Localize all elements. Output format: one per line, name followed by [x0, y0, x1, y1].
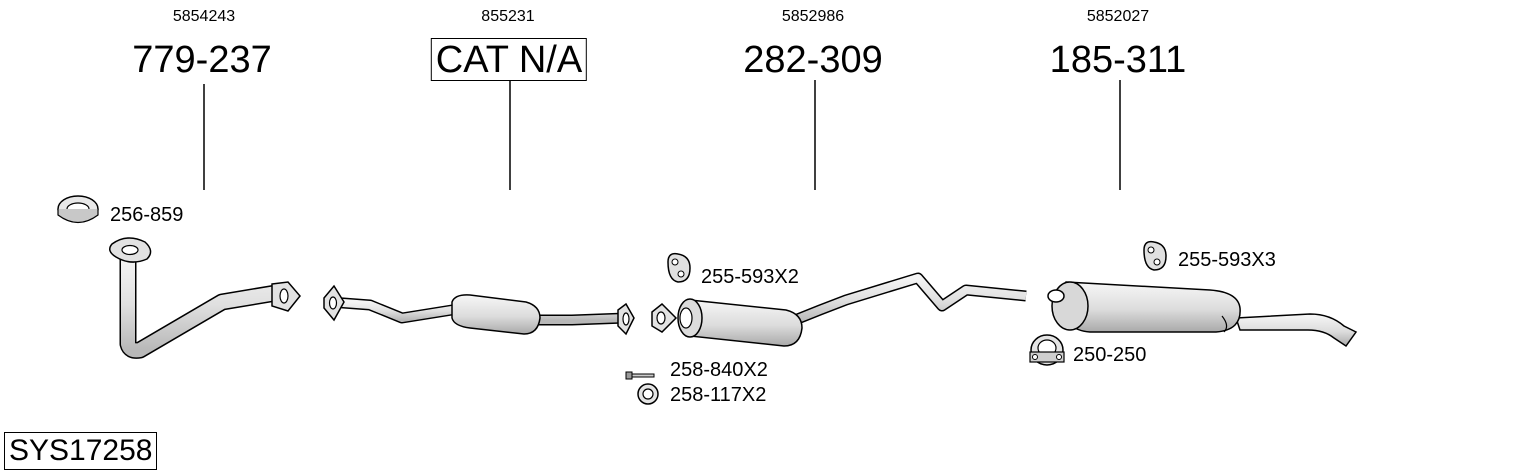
- system-code: SYS17258: [4, 432, 158, 470]
- part-number: 185-311: [1049, 39, 1187, 81]
- part-number: 779-237: [132, 39, 272, 81]
- part-number-boxed: CAT N/A: [430, 38, 588, 81]
- middle-silencer-part: [651, 272, 1027, 347]
- front-pipe-part: [109, 237, 301, 359]
- accessory-label: 250-250: [1073, 344, 1147, 366]
- oem-number: 5852027: [1086, 8, 1150, 25]
- oem-number: 5852986: [781, 8, 845, 25]
- accessory-label: 258-117X2: [670, 384, 767, 406]
- accessory-label: 258-840X2: [670, 359, 768, 381]
- accessory-label: 255-593X3: [1178, 249, 1276, 271]
- oem-number: 5854243: [172, 8, 236, 25]
- accessory-label: 255-593X2: [701, 266, 799, 288]
- catalyst-part: [323, 284, 635, 336]
- accessory-label: 256-859: [110, 204, 184, 226]
- oem-number: 855231: [481, 8, 535, 25]
- rubber-mount-icon: [1143, 240, 1167, 271]
- rubber-mount-icon: [667, 252, 691, 283]
- rear-silencer-part: [1047, 281, 1358, 348]
- clamp-icon: [1029, 334, 1065, 366]
- spring-washer-icon: [637, 383, 659, 405]
- part-number: 282-309: [743, 39, 883, 81]
- bolt-icon: [625, 371, 655, 380]
- gasket-ring-icon: [57, 195, 99, 224]
